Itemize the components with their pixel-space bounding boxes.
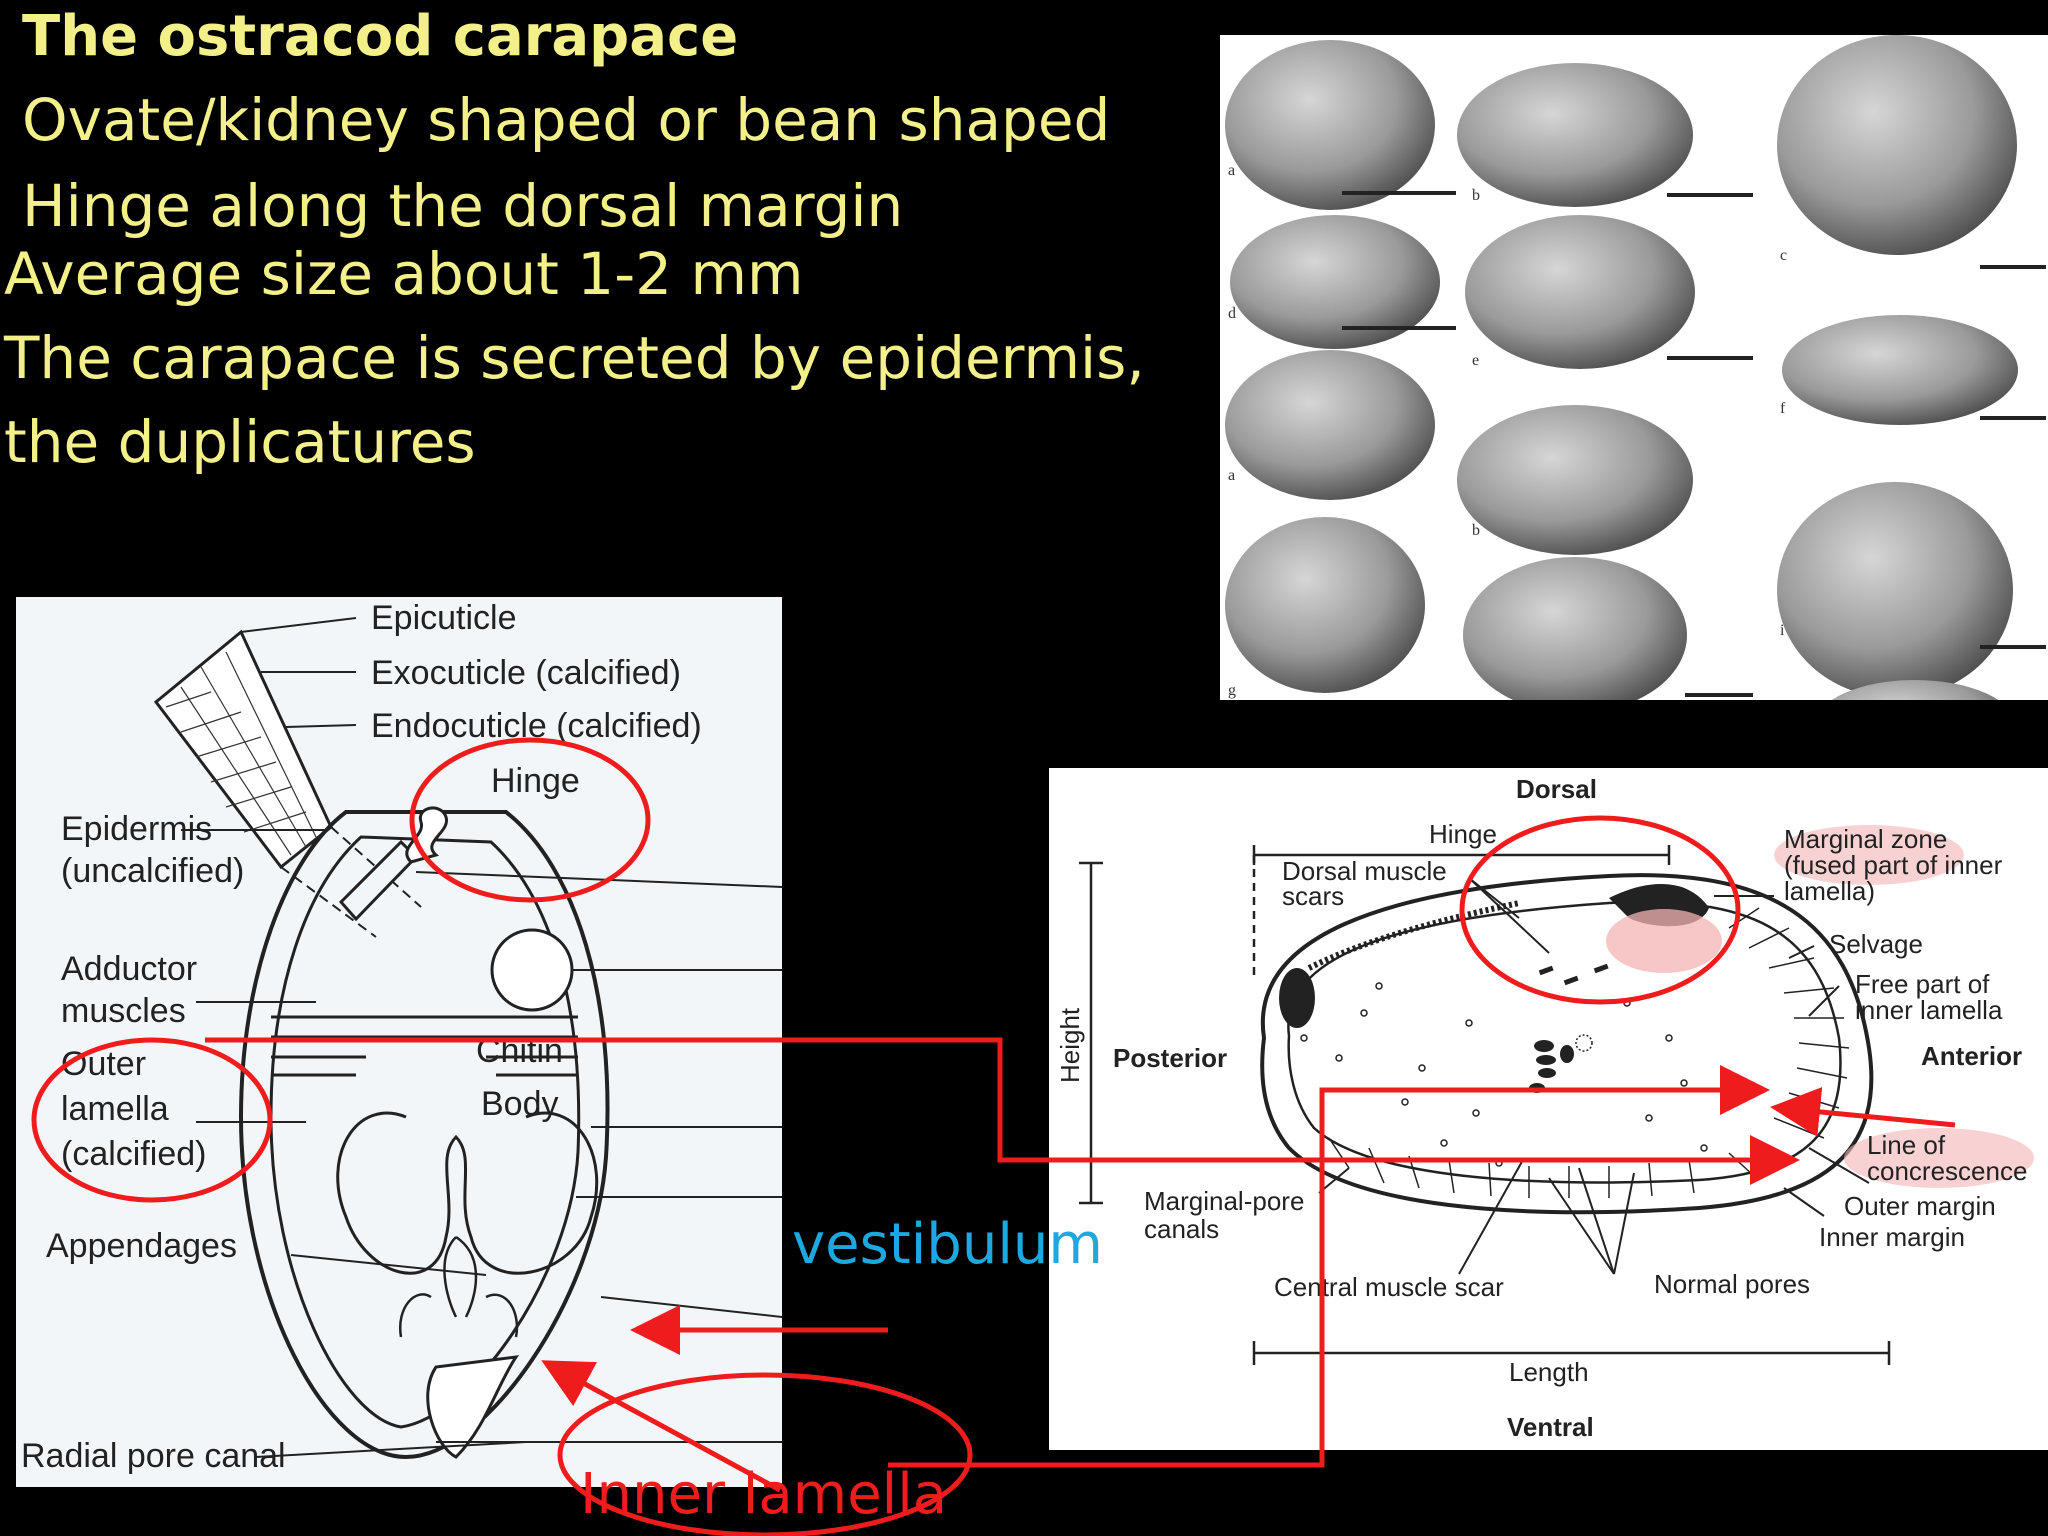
label-marginal-pore: canals [1144,1214,1219,1244]
valve-diagram: Dorsal Ventral Hinge Dorsal muscle scars… [1049,768,2048,1450]
label-hinge: Hinge [1429,819,1497,849]
photo-letter: b [1472,522,1480,539]
label-endocuticle: Endocuticle (calcified) [371,707,702,745]
label-dorsal-muscle-scars: scars [1282,881,1344,911]
valve-photo [1457,63,1693,207]
bullet-hinge: Hinge along the dorsal margin [22,172,904,240]
bullet-secreted: The carapace is secreted by epidermis, [4,324,1145,392]
label-free-part: Free part of [1855,969,1990,999]
label-epidermis: (uncalcified) [61,852,244,890]
photo-letter: b [1472,187,1480,204]
label-length: Length [1509,1357,1589,1387]
valve-photo [1782,315,2018,425]
label-line-concrescence: concrescence [1867,1156,2027,1186]
cross-section-diagram: Epicuticle Exocuticle (calcified) Endocu… [16,597,783,1487]
valve-photo [1465,215,1695,369]
label-free-part: inner lamella [1855,995,2003,1025]
label-body: Body [481,1085,559,1123]
photo-letter: a [1228,162,1235,179]
photo-letter: i [1780,622,1785,639]
label-marginal-pore: Marginal-pore [1144,1186,1304,1216]
slide-title: The ostracod carapace [22,4,739,69]
valve-photo [1225,40,1435,210]
label-marginal-zone: (fused part of inner [1784,850,2003,880]
label-posterior: Posterior [1113,1043,1227,1073]
label-ventral: Ventral [1507,1412,1594,1442]
label-chitin: Chitin [476,1032,563,1070]
label-inner-margin: Inner margin [1819,1222,1965,1252]
label-anterior: Anterior [1921,1041,2022,1071]
label-epicuticle: Epicuticle [371,599,517,637]
label-epidermis: Epidermis [61,810,212,848]
label-outer-margin: Outer margin [1844,1191,1996,1221]
valve-photo [1831,680,1999,700]
photo-letter: d [1228,305,1236,322]
photo-letter: a [1228,467,1235,484]
photo-letter: f [1780,400,1786,417]
label-adductor: Adductor [61,950,197,988]
label-marginal-zone: Marginal zone [1784,824,1947,854]
photo-letter: c [1780,247,1787,264]
label-selvage: Selvage [1829,929,1923,959]
label-exocuticle: Exocuticle (calcified) [371,654,681,692]
photo-letter: g [1228,682,1236,699]
label-line-concrescence: Line of [1867,1130,1946,1160]
label-appendages: Appendages [46,1227,237,1265]
label-outer-lamella: (calcified) [61,1135,206,1173]
valve-photo [1777,35,2017,255]
label-hinge: Hinge [491,762,580,800]
valve-photo [1230,215,1440,349]
valve-photo [1463,557,1687,700]
label-outer-lamella: Outer [61,1045,146,1083]
label-vestibulum: vestibulum [792,1212,1103,1277]
valve-photo [1457,405,1693,555]
label-marginal-zone: lamella) [1784,876,1875,906]
sem-photo-grid: a b c d e f a b g i [1220,35,2048,700]
label-dorsal-muscle-scars: Dorsal muscle [1282,856,1447,886]
label-adductor: muscles [61,992,186,1030]
label-height: Height [1055,1007,1085,1083]
photo-letter: e [1472,352,1479,369]
label-inner-lamella: Inner lamella [580,1462,948,1527]
valve-photo [1225,350,1435,500]
label-dorsal: Dorsal [1516,774,1597,804]
valve-photo [1225,517,1425,693]
label-normal-pores: Normal pores [1654,1269,1810,1299]
valve-photo [1777,482,2013,698]
label-outer-lamella: lamella [61,1090,169,1128]
label-central-muscle-scar: Central muscle scar [1274,1272,1504,1302]
bullet-duplicatures: the duplicatures [4,408,476,476]
bullet-size: Average size about 1-2 mm [4,240,804,308]
bullet-shape: Ovate/kidney shaped or bean shaped [22,86,1111,154]
label-radial-pore: Radial pore canal [21,1437,286,1475]
